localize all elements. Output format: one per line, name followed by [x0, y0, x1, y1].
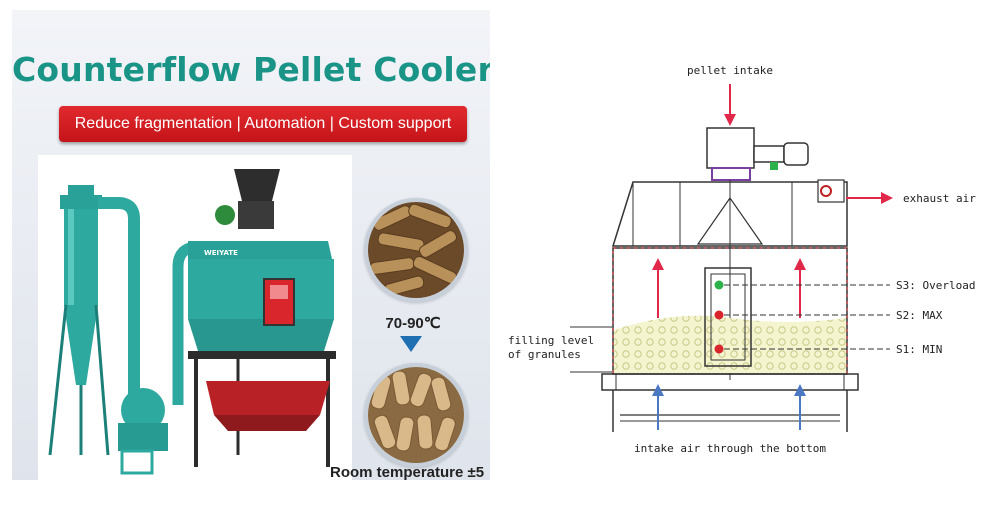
cooler-flow-diagram: pellet intake exhaust air	[500, 0, 1000, 500]
hot-pellets-image	[364, 198, 468, 302]
sensor-s3-icon	[714, 280, 724, 290]
sensor-s3-label: S3: Overload	[896, 279, 975, 292]
air-up-arrow-icon	[652, 258, 664, 270]
pellet-intake-label: pellet intake	[687, 64, 773, 77]
machine-photo: WEIYATE	[38, 155, 352, 480]
product-title: Counterflow Pellet Cooler	[12, 50, 490, 89]
feature-banner: Reduce fragmentation | Automation | Cust…	[59, 106, 467, 142]
intake-arrow-icon	[724, 114, 736, 126]
down-arrow-icon	[400, 336, 422, 352]
air-up-arrow-icon	[794, 258, 806, 270]
temp-hot-label: 70-90℃	[385, 315, 441, 332]
granules-fill	[614, 315, 846, 373]
sensor-s1-icon	[714, 344, 724, 354]
cyclone-separator	[48, 185, 110, 456]
product-banner: Counterflow Pellet Cooler Reduce fragmen…	[12, 10, 490, 480]
intake-air-label: intake air through the bottom	[634, 442, 826, 455]
sensor-s1-label: S1: MIN	[896, 343, 942, 356]
intake-air-arrow-icon	[652, 384, 664, 396]
temp-room-label: Room temperature ±5	[330, 464, 485, 480]
filling-level-label-2: of granules	[508, 348, 581, 361]
filling-level-label: filling level	[508, 334, 594, 347]
fan-unit	[118, 388, 168, 475]
sensor-s2-icon	[714, 310, 724, 320]
brand-mark: WEIYATE	[204, 249, 238, 257]
intake-air-arrow-icon	[794, 384, 806, 396]
cool-pellets-image	[364, 363, 468, 467]
exhaust-arrow-icon	[881, 192, 893, 204]
sensor-s2-label: S2: MAX	[896, 309, 943, 322]
exhaust-air-label: exhaust air	[903, 192, 976, 205]
